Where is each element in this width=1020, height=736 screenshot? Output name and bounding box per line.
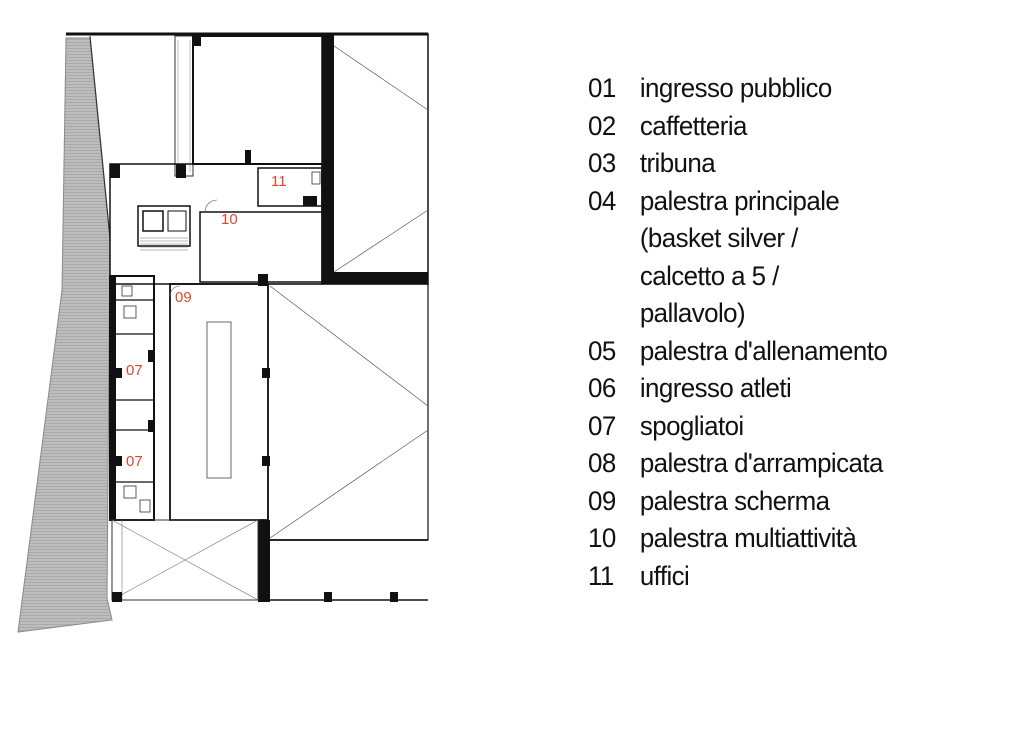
legend-item: 10 palestra multiattività <box>588 520 991 558</box>
legend-text: tribuna <box>639 148 716 178</box>
legend-text: palestra principale <box>639 185 840 216</box>
legend-number: 01 <box>588 73 616 103</box>
legend-item: 06 ingresso atleti <box>588 370 991 408</box>
legend-number: 05 <box>588 335 616 366</box>
label-room-09: 09 <box>175 289 192 306</box>
legend-number: 03 <box>588 148 616 178</box>
legend-item: 04 palestra principale (basket silver / cal… <box>588 183 991 333</box>
office-room <box>257 167 323 207</box>
legend-text: caffetteria <box>639 110 748 141</box>
legend-item: 09 palestra scherma <box>588 483 991 521</box>
hall-upper-right <box>321 33 429 285</box>
legend-text: palestra scherma <box>639 485 830 516</box>
legend-text: calcetto a 5 / <box>639 260 779 291</box>
legend-text: spogliatoi <box>639 410 744 441</box>
legend-number: 02 <box>588 110 616 141</box>
legend-number: 06 <box>588 373 616 403</box>
label-room-07-lower: 07 <box>126 453 143 470</box>
legend-item: 08 palestra d'arrampicata <box>588 445 991 483</box>
changing-rooms <box>109 275 155 521</box>
ramp-area <box>17 37 113 633</box>
legend-number: 04 <box>588 185 616 216</box>
legend-number: 11 <box>588 560 614 591</box>
legend-number: 10 <box>588 523 616 553</box>
legend-item: 01 ingresso pubblico <box>588 70 991 108</box>
legend-number: 09 <box>588 485 616 516</box>
outer-wall-left <box>89 35 111 239</box>
legend-text: ingresso pubblico <box>639 73 833 103</box>
legend-number: 08 <box>588 448 616 478</box>
label-room-07-upper: 07 <box>126 362 143 379</box>
entrance-void <box>111 519 259 602</box>
legend-item: 05 palestra d'allenamento <box>588 333 991 371</box>
lower-section <box>258 520 428 602</box>
legend-text: uffici <box>639 560 690 591</box>
multiactivity-room <box>199 211 333 283</box>
legend-text: palestra d'allenamento <box>639 335 888 366</box>
legend-text: ingresso atleti <box>639 373 792 403</box>
legend: 01 ingresso pubblico 02 caffetteria 03 tribun… <box>588 70 991 595</box>
upper-room <box>192 35 324 165</box>
legend-item: 11 uffici <box>588 558 991 596</box>
top-stair <box>174 35 194 177</box>
legend-item: 03 tribuna <box>588 145 991 183</box>
hall-lower-right <box>267 283 429 541</box>
label-room-10: 10 <box>221 211 238 228</box>
legend-text: palestra multiattività <box>639 523 857 553</box>
legend-text: (basket silver / <box>639 223 798 253</box>
legend-item: 02 caffetteria <box>588 108 991 146</box>
legend-item: 07 spogliatoi <box>588 408 991 446</box>
label-room-11: 11 <box>271 173 287 190</box>
stair-core <box>137 205 191 251</box>
legend-text: palestra d'arrampicata <box>639 448 884 478</box>
legend-number: 07 <box>588 410 616 441</box>
floor-plan: 11 10 09 07 07 <box>17 32 429 633</box>
legend-text: pallavolo) <box>639 298 746 328</box>
fencing-hall <box>169 283 270 521</box>
